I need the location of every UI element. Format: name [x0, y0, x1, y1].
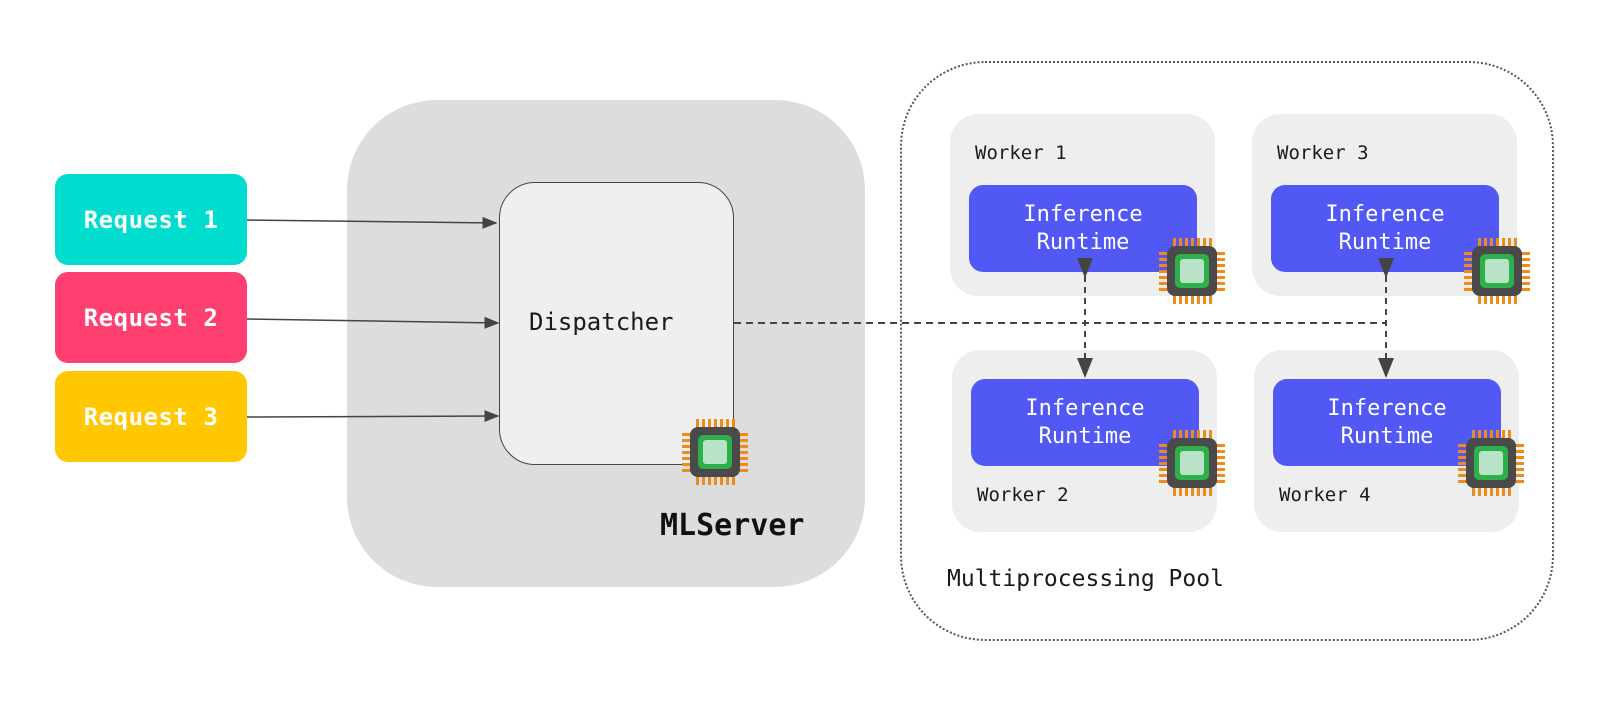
- runtime-line-1: Inference: [1025, 395, 1145, 421]
- runtime-line-1: Inference: [1327, 395, 1447, 421]
- multiprocessing-pool: [900, 61, 1554, 641]
- runtime-line-1: Inference: [1325, 201, 1445, 227]
- runtime-line-1: Inference: [1023, 201, 1143, 227]
- runtime-line-2: Runtime: [1338, 229, 1432, 255]
- request-2-label: Request 2: [83, 303, 219, 332]
- request-3-box: Request 3: [55, 371, 247, 462]
- pool-label: Multiprocessing Pool: [947, 566, 1224, 592]
- worker-2-label: Worker 2: [977, 484, 1069, 506]
- dispatcher-box: [499, 182, 734, 465]
- worker-1-label: Worker 1: [975, 142, 1067, 164]
- runtime-line-2: Runtime: [1036, 229, 1130, 255]
- inference-runtime-1: Inference Runtime: [969, 185, 1197, 272]
- request-1-label: Request 1: [83, 205, 219, 234]
- mlserver-label: MLServer: [660, 508, 805, 543]
- dispatcher-label: Dispatcher: [529, 308, 674, 336]
- runtime-line-2: Runtime: [1038, 423, 1132, 449]
- cpu-chip-icon: [1458, 430, 1524, 496]
- request-3-arrow: [246, 410, 500, 423]
- runtime-line-2: Runtime: [1340, 423, 1434, 449]
- request-2-arrow: [246, 316, 500, 329]
- request-3-label: Request 3: [83, 402, 219, 431]
- worker-3-label: Worker 3: [1277, 142, 1369, 164]
- cpu-chip-icon: [1159, 238, 1225, 304]
- request-1-arrow: [246, 216, 498, 229]
- request-1-box: Request 1: [55, 174, 247, 265]
- cpu-chip-icon: [1159, 430, 1225, 496]
- cpu-chip-icon: [1464, 238, 1530, 304]
- inference-runtime-3: Inference Runtime: [1271, 185, 1499, 272]
- worker-4-label: Worker 4: [1279, 484, 1371, 506]
- cpu-chip-icon: [682, 419, 748, 485]
- request-2-box: Request 2: [55, 272, 247, 363]
